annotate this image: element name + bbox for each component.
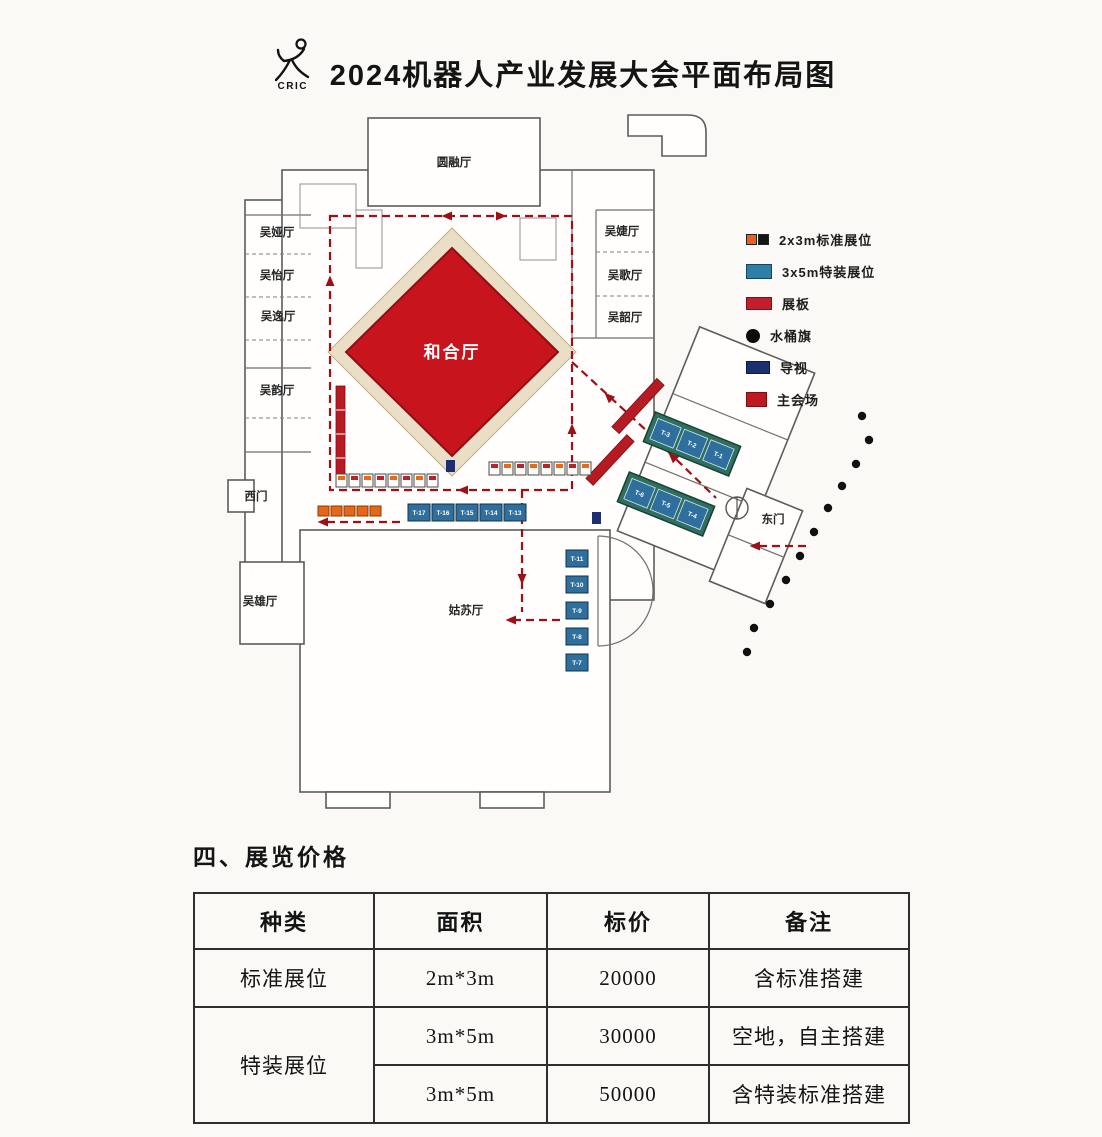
room-label-wuyi2: 吴逸厅	[261, 309, 296, 323]
room-label-wuxiong: 吴雄厅	[243, 594, 278, 608]
cell-type-special: 特装展位	[193, 1006, 375, 1124]
main-hall-label: 和合厅	[424, 342, 481, 362]
svg-text:T-14: T-14	[484, 510, 497, 517]
legend-item-special-booth: 3x5m特装展位	[746, 262, 875, 281]
pricing-header-row: 种类 面积 标价 备注	[193, 892, 910, 950]
svg-text:T-13: T-13	[508, 510, 521, 517]
signage-swatch-icon	[746, 361, 770, 374]
svg-text:T-9: T-9	[572, 608, 582, 615]
room-label-wuyun: 吴韵厅	[260, 383, 295, 397]
legend: 2x3m标准展位 3x5m特装展位 展板 水桶旗 导视 主会场	[746, 230, 875, 409]
svg-text:T-7: T-7	[572, 660, 582, 667]
logo-text: CRIC	[277, 81, 308, 92]
standard-booth-row-2	[488, 461, 592, 476]
floor-plan-drawing: 和合厅	[227, 114, 874, 809]
svg-text:T-4: T-4	[686, 511, 698, 521]
pricing-section-title: 四、展览价格	[193, 844, 349, 870]
pricing-table: 种类 面积 标价 备注 标准展位 2m*3m 20000 含标准搭建 特装展位 …	[193, 892, 910, 1124]
svg-text:T-10: T-10	[570, 582, 583, 589]
standard-booth-row-1	[335, 473, 439, 488]
cell-area: 3m*5m	[373, 1006, 548, 1066]
cell-price: 20000	[546, 948, 710, 1008]
cell-area: 3m*5m	[373, 1064, 548, 1124]
display-board-swatch-icon	[746, 297, 772, 310]
svg-text:T-3: T-3	[660, 429, 672, 439]
pricing-section: 四、展览价格 种类 面积 标价 备注 标准展位 2m*3m 20000 含标准搭…	[193, 838, 910, 1124]
column-header-type: 种类	[193, 892, 375, 950]
pricing-row-special-2: 3m*5m 50000 含特装标准搭建	[194, 1064, 910, 1124]
room-label-wuyi: 吴怡厅	[260, 268, 295, 282]
main-venue-swatch-icon	[746, 392, 767, 407]
column-header-area: 面积	[373, 892, 548, 950]
special-booth-column: T-11 T-10 T-9 T-8 T-7	[565, 549, 589, 672]
east-booth-group-top: T-3 T-2 T-1	[642, 410, 742, 478]
cell-price: 30000	[546, 1006, 710, 1066]
svg-text:T-11: T-11	[571, 556, 584, 563]
svg-text:T-6: T-6	[634, 489, 646, 499]
orange-booth-row	[317, 505, 382, 517]
cell-price: 50000	[546, 1064, 710, 1124]
room-label-wushao: 吴韶厅	[608, 310, 643, 324]
cell-area: 2m*3m	[373, 948, 548, 1008]
legend-item-bucket-flag: 水桶旗	[746, 326, 875, 345]
column-header-price: 标价	[546, 892, 710, 950]
column-header-note: 备注	[708, 892, 910, 950]
svg-text:T-5: T-5	[660, 500, 672, 510]
display-boards	[335, 377, 665, 486]
signage-markers	[446, 460, 601, 524]
legend-item-display-board: 展板	[746, 294, 875, 313]
cric-logo: CRIC	[266, 36, 320, 92]
room-label-gusu: 姑苏厅	[449, 603, 484, 617]
bucket-flag-swatch-icon	[746, 328, 760, 343]
gate-label-west: 西门	[245, 489, 268, 503]
legend-item-signage: 导视	[746, 358, 875, 377]
svg-text:T-8: T-8	[572, 634, 582, 641]
room-label-wujie: 吴婕厅	[605, 224, 640, 238]
svg-text:T-17: T-17	[412, 510, 425, 517]
east-booth-group-bottom: T-6 T-5 T-4	[616, 470, 716, 538]
east-gate-door	[725, 496, 749, 520]
gate-label-east: 东门	[762, 512, 785, 526]
pricing-row-special-1: 特装展位 3m*5m 30000 空地，自主搭建	[193, 1006, 910, 1124]
robot-figure-icon	[274, 38, 309, 82]
cell-note: 空地，自主搭建	[708, 1006, 910, 1066]
interior-walls	[245, 170, 654, 647]
main-hall-diamond	[344, 246, 560, 458]
svg-text:T-2: T-2	[686, 440, 698, 450]
svg-text:T-1: T-1	[712, 451, 724, 461]
cell-type: 标准展位	[193, 948, 375, 1008]
page-title: 2024机器人产业发展大会平面布局图	[329, 60, 837, 92]
room-label-wuge: 吴歌厅	[608, 268, 643, 282]
legend-item-standard-booth: 2x3m标准展位	[746, 230, 875, 249]
special-booth-row: T-17 T-16 T-15 T-14 T-13	[407, 503, 527, 522]
special-booth-swatch-icon	[746, 264, 772, 279]
svg-text:T-15: T-15	[460, 510, 473, 517]
legend-item-main-venue: 主会场	[746, 390, 875, 409]
cell-note: 含特装标准搭建	[708, 1064, 910, 1124]
cell-note: 含标准搭建	[708, 948, 910, 1008]
standard-booth-swatch-icon	[746, 234, 769, 245]
svg-text:T-16: T-16	[436, 510, 449, 517]
bucket-flag-dots	[742, 411, 874, 657]
header: CRIC 2024机器人产业发展大会平面布局图	[0, 36, 1102, 94]
room-label-wuya: 吴娅厅	[260, 225, 295, 239]
room-label-yuanrong: 圆融厅	[437, 155, 472, 169]
floor-plan: 和合厅	[0, 100, 1102, 820]
pricing-row-standard: 标准展位 2m*3m 20000 含标准搭建	[193, 948, 910, 1008]
